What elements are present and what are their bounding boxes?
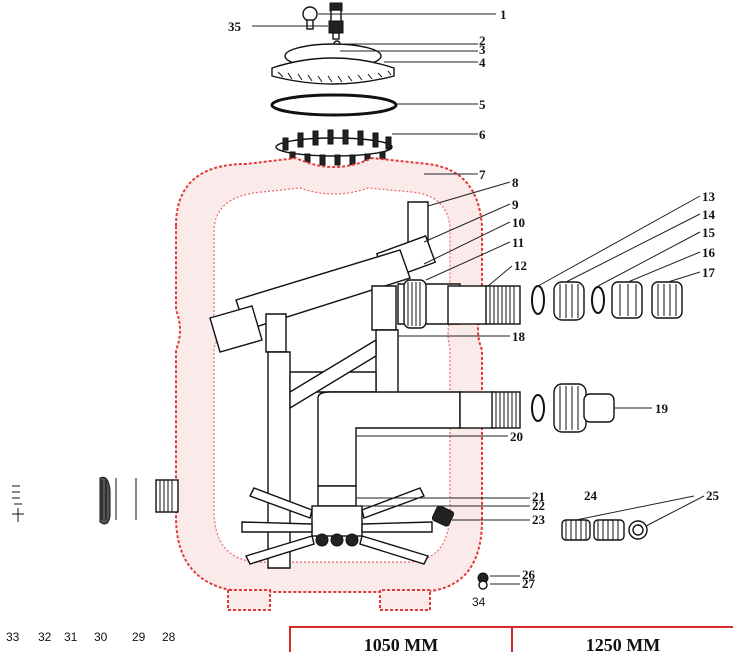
callout-10: 10 xyxy=(512,215,525,230)
callout-30: 30 xyxy=(94,630,108,644)
laterals xyxy=(241,487,433,565)
callout-20: 20 xyxy=(510,429,523,444)
drain-fittings xyxy=(431,505,648,590)
upper-outlet-fittings xyxy=(403,279,683,329)
callout-29: 29 xyxy=(132,630,146,644)
side-fittings-row xyxy=(12,476,179,525)
callout-12: 12 xyxy=(514,258,527,273)
callout-27: 27 xyxy=(522,576,536,591)
callout-34: 34 xyxy=(472,595,486,609)
callout-6: 6 xyxy=(479,127,486,142)
callout-31: 31 xyxy=(64,630,78,644)
leader-lines xyxy=(252,13,705,585)
callout-9: 9 xyxy=(512,197,519,212)
callout-13: 13 xyxy=(702,189,716,204)
filter-lid xyxy=(271,43,395,85)
air-release-valve xyxy=(328,2,344,40)
callout-labels: 1 2 3 4 5 6 7 8 9 10 11 12 13 14 15 16 1… xyxy=(6,7,720,644)
size-cell-1250: 1250 MM xyxy=(511,628,733,655)
callout-28: 28 xyxy=(162,630,176,644)
callout-11: 11 xyxy=(512,235,524,250)
callout-32: 32 xyxy=(38,630,52,644)
callout-19: 19 xyxy=(655,401,669,416)
internal-pipework xyxy=(209,201,461,569)
callout-3: 3 xyxy=(479,42,486,57)
callout-24: 24 xyxy=(584,488,598,503)
lower-outlet-fittings xyxy=(459,383,615,433)
callout-16: 16 xyxy=(702,245,716,260)
callout-26: 26 xyxy=(522,567,536,582)
callout-2: 2 xyxy=(479,33,486,48)
lid-clamp-ring xyxy=(275,129,393,166)
callout-17: 17 xyxy=(702,265,716,280)
callout-25: 25 xyxy=(706,488,720,503)
callout-5: 5 xyxy=(479,97,486,112)
callout-33: 33 xyxy=(6,630,20,644)
callout-22: 22 xyxy=(532,498,545,513)
callout-35: 35 xyxy=(228,19,242,34)
size-cell-1050: 1050 MM xyxy=(363,635,439,655)
callout-7: 7 xyxy=(479,167,486,182)
callout-18: 18 xyxy=(512,329,526,344)
o-ring xyxy=(270,93,398,117)
callout-21: 21 xyxy=(532,489,545,504)
callout-14: 14 xyxy=(702,207,716,222)
pressure-gauge xyxy=(302,6,318,30)
callout-15: 15 xyxy=(702,225,716,240)
tank-size-table: 1050 MM 1250 MM xyxy=(289,626,733,655)
callout-4: 4 xyxy=(479,55,486,70)
callout-1: 1 xyxy=(500,7,507,22)
callout-8: 8 xyxy=(512,175,519,190)
callout-23: 23 xyxy=(532,512,546,527)
